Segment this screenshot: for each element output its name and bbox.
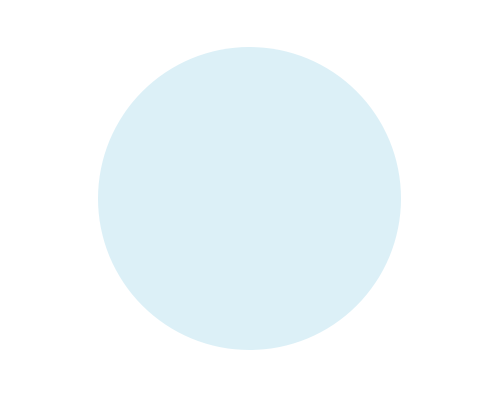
light-blue-circle [98, 47, 401, 350]
